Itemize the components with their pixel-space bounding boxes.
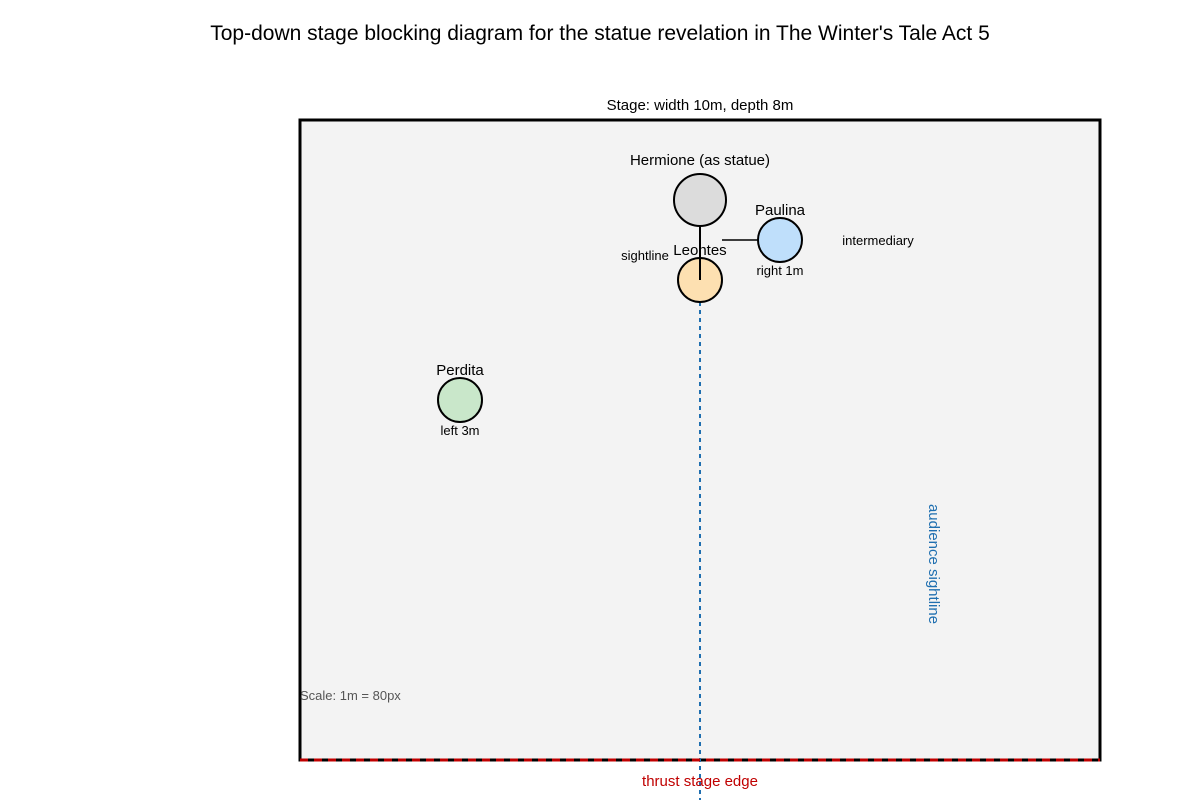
perdita-note: left 3m (440, 423, 479, 438)
hermione-marker (673, 173, 727, 227)
paulina-note: right 1m (757, 263, 804, 278)
stage-label: Stage: width 10m, depth 8m (607, 97, 794, 114)
sightline-label: sightline (621, 248, 669, 263)
audience-sightline-label: audience sightline (925, 504, 942, 624)
paulina-marker (757, 217, 803, 263)
paulina-label: Paulina (755, 202, 806, 219)
thrust-edge-label: thrust stage edge (642, 773, 758, 790)
hermione-label: Hermione (as statue) (630, 152, 770, 169)
perdita-marker (437, 377, 483, 423)
perdita-label: Perdita (436, 362, 484, 379)
diagram-title: Top-down stage blocking diagram for the … (210, 22, 990, 45)
scale-label: Scale: 1m = 80px (300, 688, 401, 703)
leontes-label: Leontes (673, 242, 726, 259)
intermediary-label: intermediary (842, 233, 914, 248)
